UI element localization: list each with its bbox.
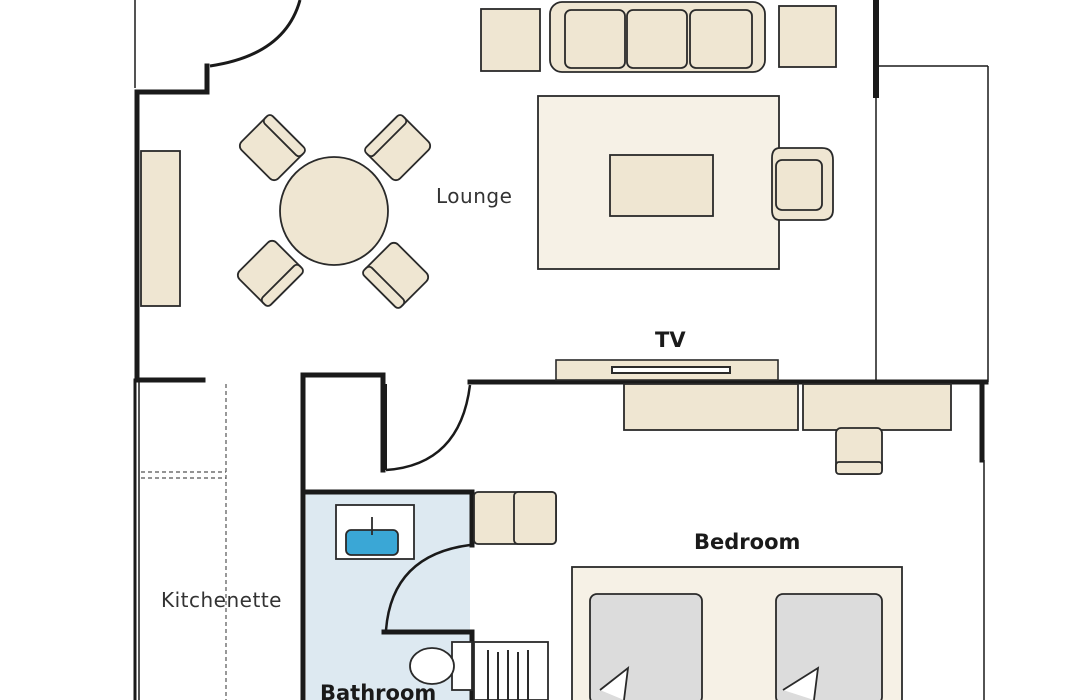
- thin-walls: [134, 0, 989, 700]
- entry-door-swing: [209, 0, 302, 68]
- dining-table: [279, 156, 389, 266]
- bedroom-door-swing: [385, 384, 472, 472]
- side-table-left: [480, 8, 541, 72]
- lounge-furniture: [140, 1, 837, 307]
- dining-chairs: [236, 114, 432, 309]
- hallway-wall: [300, 372, 386, 700]
- kitchenette-label: Kitchenette: [161, 588, 282, 612]
- toilet-bowl-icon: [409, 647, 455, 685]
- bathroom-label: Bathroom: [320, 681, 436, 700]
- doors: [209, 0, 472, 633]
- pillow-fold-left: [599, 665, 630, 700]
- bathroom-door-swing: [384, 543, 471, 631]
- coffee-table: [609, 154, 714, 217]
- bathroom-fixtures: [335, 504, 549, 700]
- bedroom-furniture: [473, 383, 952, 700]
- desk-left: [623, 383, 799, 431]
- kitchen-counter: [141, 384, 227, 700]
- toilet-tank: [451, 641, 473, 691]
- lounge-label: Lounge: [436, 184, 512, 208]
- towel-rack: [473, 641, 549, 700]
- bed-right: [775, 593, 883, 700]
- tv-screen-icon: [611, 366, 731, 374]
- left-outer-wall: [134, 63, 210, 383]
- side-table-right: [778, 5, 837, 68]
- tv-label: TV: [655, 328, 686, 352]
- sofa-cushion-3: [689, 9, 753, 69]
- desk-right: [802, 383, 952, 431]
- tv-unit: [555, 359, 779, 381]
- bedroom-label: Bedroom: [694, 530, 800, 554]
- sofa-cushion-2: [626, 9, 688, 69]
- bed-left: [589, 593, 703, 700]
- sofa-cushion-1: [564, 9, 626, 69]
- pillow-fold-right: [782, 666, 820, 700]
- wall-bench: [140, 150, 181, 307]
